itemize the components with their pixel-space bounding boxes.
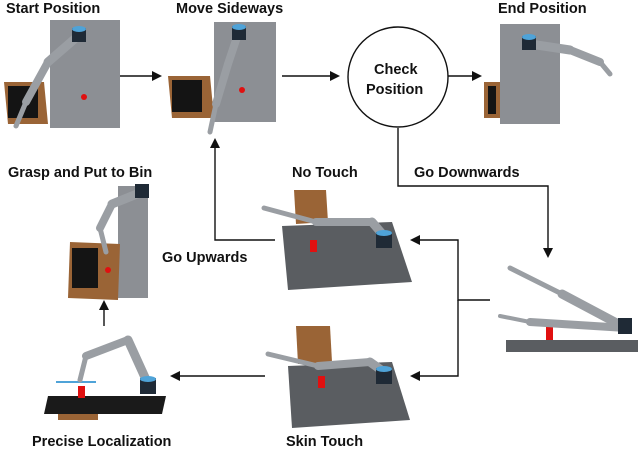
robot-cap bbox=[140, 376, 156, 382]
bin-opening bbox=[172, 80, 202, 112]
label-position: Position bbox=[366, 82, 424, 98]
scene-no-touch bbox=[261, 190, 412, 290]
target-object bbox=[310, 240, 317, 252]
table-top bbox=[506, 340, 638, 352]
table-edge bbox=[58, 414, 98, 420]
label-go-downwards: Go Downwards bbox=[414, 165, 520, 181]
target-object bbox=[318, 376, 325, 388]
label-move-sideways: Move Sideways bbox=[176, 1, 284, 17]
box bbox=[294, 190, 328, 224]
arrow-branch-to-skin-touch bbox=[410, 300, 459, 381]
check-position-node bbox=[347, 26, 449, 128]
bin-opening bbox=[72, 248, 98, 288]
arrow-branch-to-no-touch bbox=[410, 235, 490, 301]
robot-cap bbox=[232, 24, 246, 30]
robot-arm bbox=[77, 335, 153, 389]
target-dot bbox=[81, 94, 87, 100]
label-end-position: End Position bbox=[498, 1, 587, 17]
label-grasp-put-to-bin: Grasp and Put to Bin bbox=[8, 165, 153, 181]
label-check: Check bbox=[374, 62, 418, 78]
scene-end-position bbox=[484, 24, 613, 124]
table-top bbox=[44, 396, 166, 414]
scene-skin-touch bbox=[265, 326, 410, 428]
arrow-go-downwards bbox=[397, 128, 553, 258]
robot-cap bbox=[376, 230, 392, 236]
bin-opening bbox=[488, 86, 496, 114]
robot-arm bbox=[525, 39, 613, 77]
scene-precise-localization bbox=[44, 335, 166, 420]
robot-base bbox=[376, 232, 392, 248]
connectors bbox=[99, 71, 553, 381]
target-dot bbox=[105, 267, 111, 273]
wall-panel bbox=[118, 186, 148, 298]
robot-cap bbox=[522, 34, 536, 40]
robot-cap bbox=[376, 366, 392, 372]
label-go-upwards: Go Upwards bbox=[162, 250, 248, 266]
robot-cap bbox=[72, 26, 86, 32]
robot-base bbox=[376, 368, 392, 384]
robot-arm bbox=[498, 265, 631, 333]
label-no-touch: No Touch bbox=[292, 165, 358, 181]
robot-base bbox=[140, 378, 156, 394]
label-start-position: Start Position bbox=[6, 1, 101, 17]
target-object bbox=[78, 386, 85, 398]
scene-grasp-put-to-bin bbox=[68, 184, 149, 300]
label-precise-localization: Precise Localization bbox=[32, 434, 172, 450]
scene-start-position bbox=[4, 20, 120, 129]
scene-go-downwards bbox=[498, 265, 638, 352]
target-object bbox=[546, 326, 553, 340]
table-top bbox=[282, 222, 412, 290]
arrow-go-upwards bbox=[210, 138, 275, 241]
robot-base bbox=[135, 184, 149, 198]
target-dot bbox=[239, 87, 245, 93]
scene-move-sideways bbox=[168, 22, 276, 135]
label-skin-touch: Skin Touch bbox=[286, 434, 364, 450]
robot-base bbox=[618, 318, 632, 334]
box bbox=[296, 326, 332, 364]
